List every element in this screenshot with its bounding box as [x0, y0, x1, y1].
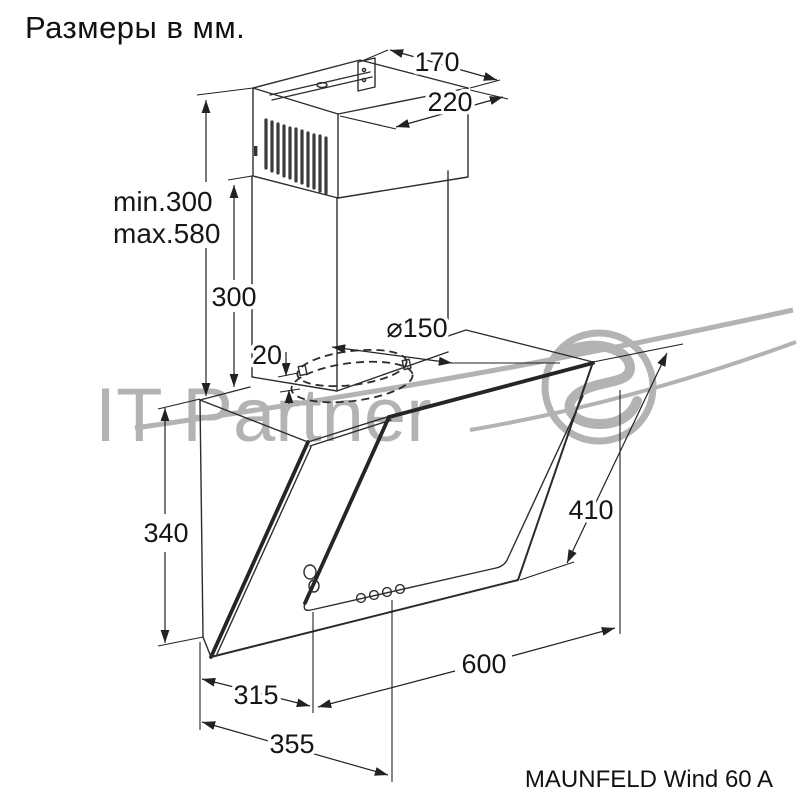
- watermark: IT Partner: [95, 307, 797, 458]
- flange-clip-icon: [297, 364, 308, 377]
- glass-right-edge: [517, 361, 594, 581]
- label-355: 355: [269, 729, 314, 759]
- dimension-flange-height: [277, 352, 301, 404]
- watermark-text: IT Partner: [95, 373, 432, 458]
- liner-left-edge: [303, 415, 391, 605]
- label-min300: min.300: [113, 186, 213, 217]
- vent-louvers: [264, 118, 328, 195]
- label-410: 410: [568, 495, 613, 525]
- label-20: 20: [252, 340, 282, 370]
- watermark-swoosh-icon: [134, 307, 794, 431]
- dimension-labels: 170 220 min.300 max.580 300 ⌀150 20 340 …: [110, 44, 618, 763]
- label-600: 600: [461, 649, 506, 679]
- dimension-glass-length: [519, 343, 684, 581]
- duct-side-slot-icon: [254, 146, 258, 156]
- label-170: 170: [414, 47, 459, 77]
- dimension-chimney-height-range: [196, 87, 254, 396]
- liner-outline: [303, 395, 584, 612]
- label-max580: max.580: [113, 218, 220, 249]
- dimension-duct-top-depth: [361, 49, 501, 89]
- glass-panel: [210, 361, 595, 658]
- duct-interior-slot: [269, 71, 371, 96]
- hood-outline: [199, 57, 595, 659]
- dimension-total-depth: [201, 600, 393, 782]
- dimension-hood-width: [312, 390, 621, 713]
- label-220: 220: [427, 87, 472, 117]
- dimension-outlet-diameter: [331, 344, 560, 366]
- label-300: 300: [211, 282, 256, 312]
- label-d150: ⌀150: [386, 313, 447, 343]
- upper-duct-section: [252, 57, 469, 199]
- page-title: Размеры в мм.: [25, 10, 245, 45]
- dimension-annotations: [157, 49, 684, 782]
- watermark-swoosh2-icon: [469, 340, 797, 432]
- mounting-bracket: [357, 57, 376, 92]
- hook-icon: [308, 579, 320, 593]
- hood-body: [199, 329, 594, 659]
- glass-top-edge: [387, 361, 595, 419]
- label-315: 315: [233, 680, 278, 710]
- glass-bottom-edge: [210, 579, 519, 658]
- dimension-lower-duct-height: [227, 175, 253, 387]
- hook-icon: [303, 564, 317, 580]
- dimension-body-depth: [199, 642, 311, 730]
- model-name: MAUNFELD Wind 60 A: [525, 766, 773, 793]
- body-front-edge: [209, 440, 310, 659]
- control-buttons: [355, 583, 406, 604]
- dimension-body-rear-height: [157, 398, 204, 647]
- dimension-duct-top-width: [339, 89, 509, 130]
- label-340: 340: [143, 518, 188, 548]
- duct-interior-hole-icon: [316, 81, 328, 89]
